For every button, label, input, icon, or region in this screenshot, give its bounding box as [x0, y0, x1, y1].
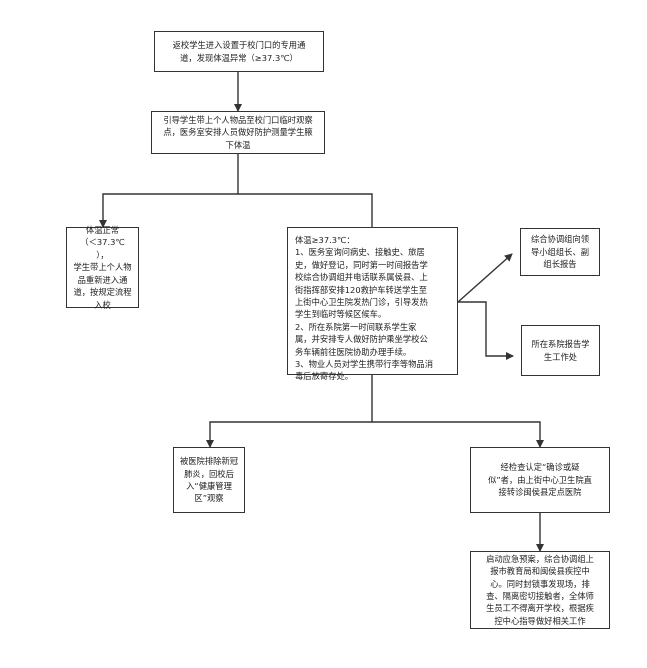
step-report-leaders-box: 综合协调组向领 导小组组长、副 组长报告 — [520, 228, 600, 276]
step-observation-point-text: 引导学生带上个人物品至校门口临时观察 点，医务室安排人员做好防护测量学生腋 下体… — [163, 114, 313, 150]
step-emergency-plan-box: 启动应急预案，综合协调组上 报市教育局和闽侯县疾控中 心。同时封锁事发现场，排 … — [470, 551, 610, 629]
step-report-leaders-text: 综合协调组向领 导小组组长、副 组长报告 — [530, 234, 590, 270]
step-abnormal-temperature-box: 返校学生进入设置于校门口的专用通 道，发现体温异常（≥37.3℃） — [154, 31, 324, 72]
step-abnormal-temperature-text: 返校学生进入设置于校门口的专用通 道，发现体温异常（≥37.3℃） — [172, 40, 306, 63]
arrow-b4-split — [206, 375, 373, 448]
step-observation-point-box: 引导学生带上个人物品至校门口临时观察 点，医务室安排人员做好防护测量学生腋 下体… — [151, 111, 325, 154]
step-high-temperature-box: 体温≥37.3℃： 1、医务室询问病史、接触史、旅居 史，做好登记，同时第一时间… — [287, 227, 458, 381]
step-emergency-plan-text: 启动应急预案，综合协调组上 报市教育局和闽侯县疾控中 心。同时封锁事发现场，排 … — [486, 553, 594, 626]
arrow-b2-b4 — [238, 193, 373, 227]
step-confirmed-transfer-box: 经检查认定“确诊或疑 似”者，由上街中心卫生院直 接转诊闽侯县定点医院 — [470, 447, 610, 513]
arrow-b4-b6 — [458, 301, 514, 360]
step-report-student-affairs-box: 所在系院报告学 生工作处 — [521, 325, 600, 376]
step-temperature-normal-text: 体温正常 （＜37.3℃ ）， 学生带上个人物 品重新进入通 道，按规定流程 入… — [73, 225, 132, 310]
step-temperature-normal-box: 体温正常 （＜37.3℃ ）， 学生带上个人物 品重新进入通 道，按规定流程 入… — [66, 225, 139, 310]
step-excluded-observation-text: 被医院排除新冠 肺炎，回校后 入“健康管理 区”观察 — [179, 456, 239, 504]
arrow-b2-branch — [99, 154, 239, 228]
step-confirmed-transfer-text: 经检查认定“确诊或疑 似”者，由上街中心卫生院直 接转诊闽侯县定点医院 — [488, 462, 592, 498]
step-high-temperature-text: 体温≥37.3℃： 1、医务室询问病史、接触史、旅居 史，做好登记，同时第一时间… — [295, 235, 434, 382]
arrow-b4-b8 — [372, 421, 544, 448]
arrow-b4-b5 — [457, 253, 513, 303]
step-report-student-affairs-text: 所在系院报告学 生工作处 — [531, 339, 590, 362]
step-excluded-observation-box: 被医院排除新冠 肺炎，回校后 入“健康管理 区”观察 — [173, 447, 245, 513]
